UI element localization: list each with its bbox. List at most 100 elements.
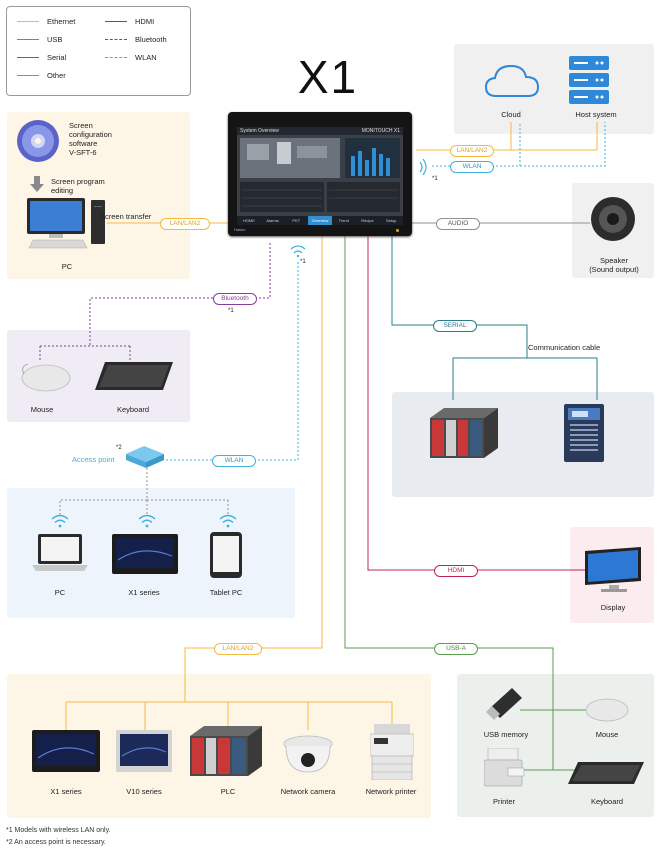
badge-hdmi: HDMI [434, 565, 478, 577]
keyboard-icon [568, 762, 644, 784]
x1-terminal: System Overview MONITOUCH X1 HOME Al [228, 112, 412, 236]
cloud-panel [454, 44, 654, 134]
legend-swatch-other [17, 75, 39, 76]
display-icon [585, 547, 641, 592]
v10-series-icon [116, 730, 172, 772]
screen-tab: Trend [338, 218, 349, 223]
line-bluetooth [89, 243, 271, 346]
page-title: X1 [297, 51, 359, 103]
bt-keyboard-label: Keyboard [116, 405, 150, 414]
down-arrow-icon [30, 176, 44, 192]
legend-swatch-bluetooth [105, 39, 127, 40]
screen-header-title: System Overview [240, 128, 279, 134]
badge-lan-left: LAN/LAN2 [160, 218, 210, 230]
communication-cable-label: Communication cable [528, 343, 601, 352]
wireless-icon [419, 158, 427, 176]
software-disc-icon [17, 120, 59, 162]
bluetooth-note-mark: *1 [228, 308, 234, 314]
screen-tab: Recipe [361, 218, 374, 223]
display-label: Display [600, 603, 626, 612]
usb-keyboard-label: Keyboard [590, 797, 624, 806]
mouse-icon [585, 698, 629, 722]
screen-transfer-label: Screen transfer [100, 212, 152, 221]
software-name-line: V-SFT-6 [69, 148, 97, 157]
software-name-line: software [69, 139, 98, 148]
speaker-icon [591, 197, 635, 241]
line-serial [391, 236, 528, 400]
line-wlan-host [520, 122, 606, 167]
cloud-icon [484, 64, 540, 97]
lan-camera-label: Network camera [280, 787, 336, 796]
x1-series-icon [32, 730, 100, 772]
wifi-icon [219, 514, 237, 528]
legend-label-bluetooth: Bluetooth [135, 35, 167, 44]
legend-swatch-ethernet [17, 21, 39, 22]
footnote-1: *1 Models with wireless LAN only. [6, 827, 111, 834]
legend-swatch-serial [17, 57, 39, 58]
screen-tabbar: HOME Alarms PKT Overview Trend Recipe Se… [237, 216, 403, 225]
wireless-note-mark: *1 [432, 176, 438, 182]
lan-x1-label: X1 series [50, 787, 82, 796]
line-wlan-devices [59, 468, 148, 516]
power-led-icon [396, 229, 399, 232]
speaker-label-line: Speaker [600, 256, 628, 265]
line-lan-host [511, 122, 598, 151]
inverter-icon [564, 404, 604, 462]
laptop-icon [32, 534, 88, 571]
legend-label-serial: Serial [47, 53, 67, 62]
legend-swatch-usb [17, 39, 39, 40]
lan-printer-label: Network printer [365, 787, 417, 796]
access-point-icon [126, 446, 164, 468]
access-point-note: *2 [116, 445, 122, 451]
lan-v10-label: V10 series [126, 787, 162, 796]
line-wlan-access [160, 262, 299, 461]
usb-printer-label: Printer [492, 797, 516, 806]
usb-mouse-label: Mouse [595, 730, 619, 739]
screen-header-brand: MONITOUCH X1 [361, 128, 400, 134]
printer-icon [484, 748, 525, 787]
legend: Ethernet USB Serial Other HDMI Bluetooth… [6, 6, 191, 96]
legend-swatch-hdmi [105, 21, 127, 22]
legend-label-hdmi: HDMI [135, 17, 155, 26]
badge-audio: AUDIO [436, 218, 480, 230]
wlan-x1-label: X1 series [128, 588, 160, 597]
screen-tab: Alarms [266, 218, 279, 223]
badge-usb: USB-A [434, 643, 478, 655]
pc-icon [27, 198, 105, 249]
line-wlan-cloud [432, 122, 521, 167]
screen-tab-active: Overview [308, 216, 332, 225]
screen-tab: HOME [242, 218, 255, 223]
badge-lan-top: LAN/LAN2 [450, 145, 494, 157]
wireless-icon [290, 245, 306, 258]
plc-icon [430, 408, 498, 458]
badge-bluetooth: Bluetooth [213, 293, 257, 305]
badge-lan-bottom: LAN/LAN2 [214, 643, 262, 655]
host-system-icon [569, 56, 609, 104]
software-name-line: Screen [69, 121, 93, 130]
usb-panel [457, 674, 654, 817]
wireless-note-mark: *1 [300, 259, 306, 265]
editing-label-line: Screen program [51, 177, 105, 186]
screen-content [240, 138, 400, 212]
badge-wlan-mid: WLAN [212, 455, 256, 467]
keyboard-icon [95, 362, 173, 390]
editing-label: Screen program editing [51, 177, 105, 195]
wlan-tablet-label: Tablet PC [209, 588, 243, 597]
screen-tab: Setup [385, 218, 397, 223]
legend-label-other: Other [47, 71, 66, 80]
screen-tab: PKT [292, 218, 301, 223]
wlan-pc-label: PC [54, 588, 66, 597]
cloud-label: Cloud [501, 110, 521, 119]
speaker-label: Speaker (Sound output) [582, 256, 646, 274]
pc-label: PC [61, 262, 73, 271]
wifi-icon [51, 514, 69, 528]
software-name-line: configuration [69, 130, 112, 139]
legend-swatch-wlan [105, 57, 127, 58]
screen-header: System Overview MONITOUCH X1 [237, 127, 403, 135]
speaker-label-line: (Sound output) [589, 265, 639, 274]
lan-plc-label: PLC [220, 787, 236, 796]
line-hdmi [367, 236, 588, 571]
legend-label-wlan: WLAN [135, 53, 157, 62]
tablet-icon [210, 532, 242, 578]
footnote-2: *2 An access point is necessary. [6, 839, 106, 846]
